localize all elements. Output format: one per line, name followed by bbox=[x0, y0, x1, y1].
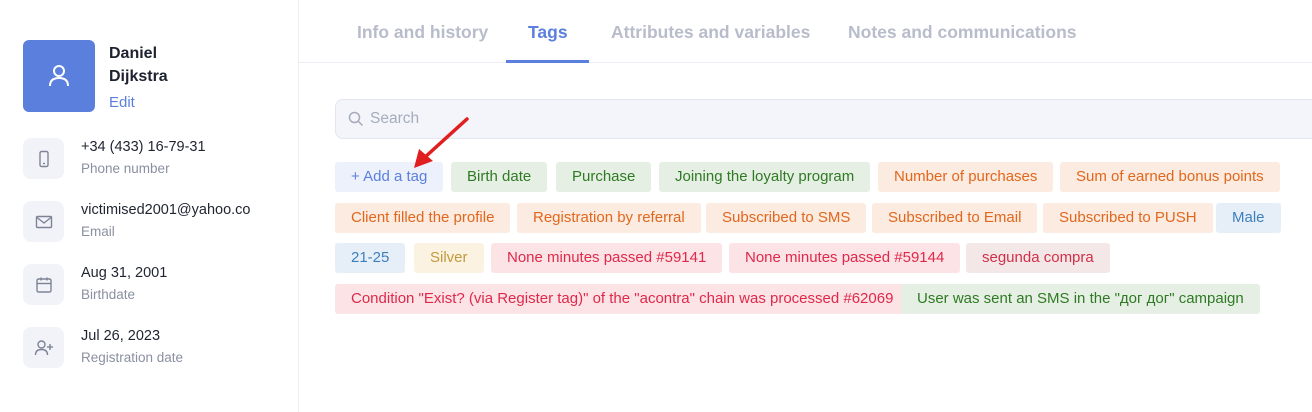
birthdate-value: Aug 31, 2001 bbox=[81, 265, 168, 281]
tab-bar: Info and history Tags Attributes and var… bbox=[299, 0, 1312, 63]
mail-icon bbox=[35, 215, 52, 228]
tag-chip[interactable]: Sum of earned bonus points bbox=[1060, 162, 1280, 192]
first-name: Daniel bbox=[109, 45, 158, 62]
add-tag-button[interactable]: + Add a tag bbox=[335, 162, 444, 192]
email-label: Email bbox=[81, 224, 115, 239]
tab-info-and-history[interactable]: Info and history bbox=[357, 22, 489, 42]
tag-chip[interactable]: Silver bbox=[414, 243, 484, 273]
tag-chip[interactable]: 21-25 bbox=[335, 243, 406, 273]
tag-chip[interactable]: Condition "Exist? (via Register tag)" of… bbox=[335, 284, 910, 314]
tag-chip[interactable]: None minutes passed #59141 bbox=[491, 243, 723, 273]
calendar-icon bbox=[35, 277, 52, 293]
profile-sidebar: Daniel Dijkstra Edit +34 (433) 16-79-31 … bbox=[0, 0, 299, 412]
phone-label: Phone number bbox=[81, 161, 170, 176]
search-input[interactable] bbox=[370, 100, 1270, 138]
info-row-registration: Jul 26, 2023 Registration date bbox=[23, 327, 293, 369]
tag-chip[interactable]: Number of purchases bbox=[878, 162, 1054, 192]
annotation-arrow-icon bbox=[414, 117, 469, 168]
avatar bbox=[23, 40, 95, 112]
tag-chip[interactable]: Birth date bbox=[451, 162, 548, 192]
edit-link[interactable]: Edit bbox=[109, 94, 135, 111]
user-plus-icon bbox=[34, 339, 53, 355]
user-icon bbox=[49, 65, 69, 87]
tag-chip[interactable]: Subscribed to Email bbox=[872, 203, 1038, 233]
tag-chip[interactable]: Joining the loyalty program bbox=[659, 162, 871, 192]
tab-tags[interactable]: Tags bbox=[528, 22, 568, 42]
info-row-email: victimised2001@yahoo.co Email bbox=[23, 201, 293, 243]
tag-chip[interactable]: Purchase bbox=[556, 162, 652, 192]
birthdate-label: Birthdate bbox=[81, 287, 136, 302]
tag-chip[interactable]: Male bbox=[1216, 203, 1281, 233]
search-icon bbox=[348, 111, 364, 127]
active-tab-indicator bbox=[506, 60, 589, 63]
tag-chip[interactable]: Subscribed to PUSH bbox=[1043, 203, 1213, 233]
email-value: victimised2001@yahoo.co bbox=[81, 202, 251, 218]
info-row-birthdate: Aug 31, 2001 Birthdate bbox=[23, 264, 293, 306]
registration-value: Jul 26, 2023 bbox=[81, 328, 161, 344]
tag-chip[interactable]: Subscribed to SMS bbox=[706, 203, 867, 233]
tab-notes-and-communications[interactable]: Notes and communications bbox=[848, 22, 1077, 42]
last-name: Dijkstra bbox=[109, 68, 168, 85]
phone-value: +34 (433) 16-79-31 bbox=[81, 139, 206, 155]
tag-chip[interactable]: Registration by referral bbox=[517, 203, 701, 233]
tag-search bbox=[335, 99, 1312, 139]
info-row-phone: +34 (433) 16-79-31 Phone number bbox=[23, 138, 293, 180]
phone-icon bbox=[38, 150, 49, 167]
tag-chip[interactable]: segunda compra bbox=[966, 243, 1110, 273]
tag-chip[interactable]: None minutes passed #59144 bbox=[729, 243, 961, 273]
registration-label: Registration date bbox=[81, 350, 184, 365]
tag-chip[interactable]: Client filled the profile bbox=[335, 203, 511, 233]
tab-attributes-and-variables[interactable]: Attributes and variables bbox=[611, 22, 811, 42]
profile-name: Daniel Dijkstra bbox=[109, 42, 168, 88]
tag-chip[interactable]: User was sent an SMS in the "дог дог" ca… bbox=[901, 284, 1260, 314]
